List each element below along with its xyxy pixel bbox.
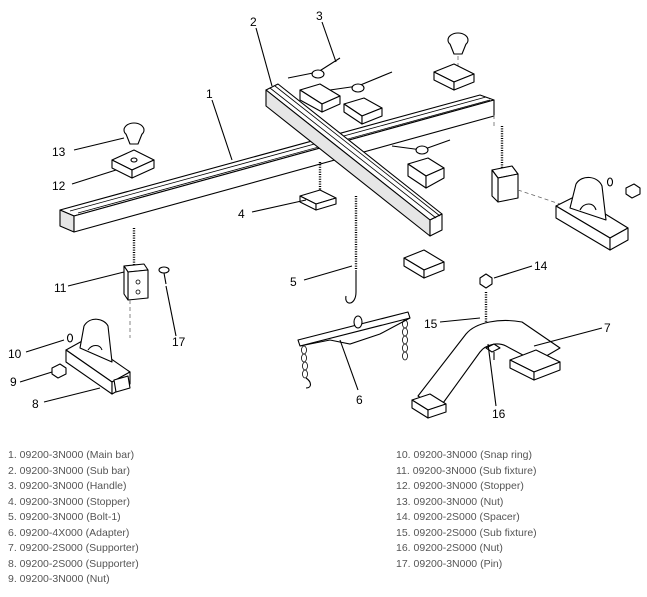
spacer xyxy=(479,273,493,289)
part-item: 7. 09200-2S000 (Supporter) xyxy=(8,542,139,554)
adapter-beam xyxy=(297,311,411,389)
callout-6: 6 xyxy=(356,393,363,407)
part-item: 13. 09200-3N000 (Nut) xyxy=(396,495,504,508)
callout-7: 7 xyxy=(604,321,611,335)
part-item: 12. 09200-3N000 (Stopper) xyxy=(396,480,524,492)
sub-fixture-left xyxy=(123,228,170,338)
callout-9: 9 xyxy=(10,375,17,389)
parts-list-right: 10. 09200-3N000 (Snap ring) 11. 09200-3N… xyxy=(396,448,537,572)
handles xyxy=(287,57,451,189)
callout-11: 11 xyxy=(54,281,67,295)
callout-15: 15 xyxy=(424,317,438,331)
callout-10: 10 xyxy=(8,347,22,361)
part-item: 17. 09200-3N000 (Pin) xyxy=(396,557,503,570)
chain-right xyxy=(402,319,408,361)
top-right-nut-stopper xyxy=(433,32,475,91)
supporter-left xyxy=(51,318,131,395)
part-item: 10. 09200-3N000 (Snap ring) xyxy=(396,449,533,461)
sub-bar-end-stopper xyxy=(403,249,445,279)
sub-bar xyxy=(265,83,443,237)
part-item: 5. 09200-3N000 (Bolt-1) xyxy=(8,511,121,523)
callout-14: 14 xyxy=(534,259,548,273)
part-item: 2. 09200-3N000 (Sub bar) xyxy=(8,464,130,477)
callout-16: 16 xyxy=(492,407,506,421)
nut-and-stopper-left xyxy=(111,122,155,179)
supporter-right-upper xyxy=(555,176,641,251)
supporter-right-lower xyxy=(411,319,561,419)
part-item: 14. 09200-2S000 (Spacer) xyxy=(396,511,520,523)
part-item: 11. 09200-3N000 (Sub fixture) xyxy=(396,464,537,477)
part-item: 9. 09200-3N000 (Nut) xyxy=(8,573,110,585)
callout-5: 5 xyxy=(290,275,297,289)
chain-left xyxy=(301,345,312,389)
callout-1: 1 xyxy=(206,87,213,101)
leader-lines xyxy=(19,21,603,407)
part-item: 16. 09200-2S000 (Nut) xyxy=(396,542,503,554)
parts-list-left: 1. 09200-3N000 (Main bar) 2. 09200-3N000… xyxy=(8,448,139,588)
callout-8: 8 xyxy=(32,397,39,411)
part-item: 6. 09200-4X000 (Adapter) xyxy=(8,526,130,539)
part-item: 8. 09200-2S000 (Supporter) xyxy=(8,557,139,570)
part-item: 3. 09200-3N000 (Handle) xyxy=(8,480,127,492)
callout-12: 12 xyxy=(52,179,66,193)
part-item: 1. 09200-3N000 (Main bar) xyxy=(8,449,135,461)
part-item: 4. 09200-3N000 (Stopper) xyxy=(8,495,130,508)
callout-3: 3 xyxy=(316,9,323,23)
callout-4: 4 xyxy=(238,207,245,221)
callout-labels: 1 2 3 4 5 6 7 8 9 10 11 12 13 14 15 16 1… xyxy=(8,9,611,421)
callout-2: 2 xyxy=(250,15,257,29)
sub-fixture-right xyxy=(491,112,561,205)
stopper-with-bolt xyxy=(299,162,337,211)
hook-bolt xyxy=(345,196,358,304)
callout-13: 13 xyxy=(52,145,66,159)
callout-17: 17 xyxy=(172,335,186,349)
part-item: 15. 09200-2S000 (Sub fixture) xyxy=(396,526,537,539)
exploded-parts-diagram: 1 2 3 4 5 6 7 8 9 10 11 12 13 14 15 16 1… xyxy=(8,9,641,421)
